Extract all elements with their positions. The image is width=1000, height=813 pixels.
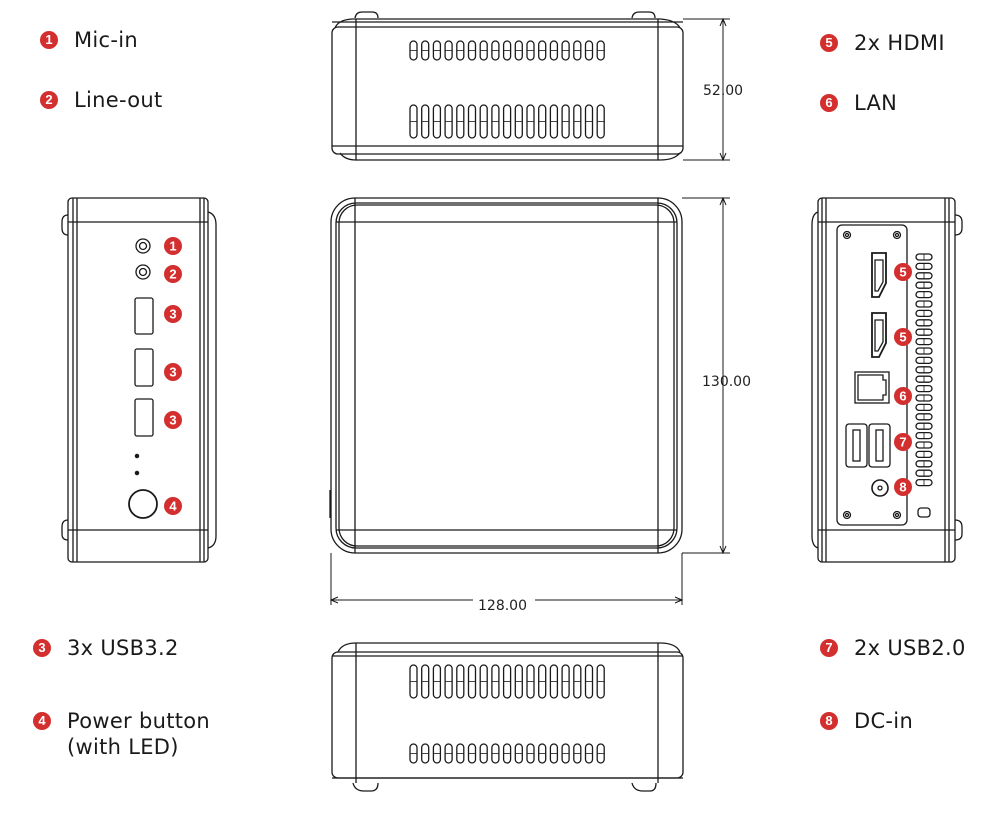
svg-text:2: 2 [169,267,176,282]
callout-badge: 5 [894,263,912,281]
legend-label: Line-out [74,88,163,112]
foot [631,782,657,792]
lock-slot [917,507,931,518]
legend-label: DC-in [854,709,914,733]
vent-column [915,253,933,487]
svg-text:3: 3 [169,365,176,380]
power-button [128,489,158,519]
usb32-port [134,297,154,335]
side-view-bottom [331,642,684,792]
callout-badge: 2 [164,265,182,283]
callout-badge: 5 [820,34,838,52]
callout-badge: 6 [820,94,838,112]
foot [352,782,379,792]
dc-in-port [871,479,889,497]
io-plate [836,224,908,526]
svg-text:4: 4 [169,499,177,514]
legend-power-button: 4 Power button (with LED) [33,708,210,760]
usb32-port [134,398,154,437]
callout-badge: 4 [33,712,51,730]
legend-label: LAN [854,91,898,115]
legend-label: Power button (with LED) [67,709,211,759]
vent-row [409,104,605,139]
foot [354,11,379,19]
legend-usb20: 7 2x USB2.0 [820,635,966,661]
svg-text:6: 6 [899,389,906,404]
callout-badge: 1 [40,31,58,49]
svg-text:1: 1 [169,239,176,254]
svg-text:5: 5 [899,330,906,345]
lan-port [854,371,890,404]
callout-badge: 6 [894,387,912,405]
callout-badge: 3 [164,363,182,381]
svg-text:5: 5 [899,265,906,280]
rear-view [811,197,963,563]
foot [631,11,656,19]
callout-badge: 5 [894,328,912,346]
svg-text:3: 3 [169,413,176,428]
legend-line-out: 2 Line-out [40,87,163,113]
callout-badge: 3 [33,639,51,657]
vent-row [409,664,605,699]
usb32-port [134,348,154,387]
dimension-depth: 130.00 [702,374,751,390]
svg-text:3: 3 [169,307,176,322]
legend-hdmi: 5 2x HDMI [820,30,945,56]
svg-text:8: 8 [899,480,906,495]
callout-badge: 1 [164,237,182,255]
callout-badge: 7 [820,639,838,657]
callout-badge: 3 [164,305,182,323]
usb20-port [868,423,891,468]
dimension-width: 128.00 [478,598,527,614]
rear-callouts: 5 5 6 7 8 [894,263,912,496]
legend-usb32: 3 3x USB3.2 [33,635,179,661]
led-indicator [134,453,140,459]
side-view-top [331,11,730,162]
usb20-port [845,423,868,468]
legend-label: Mic-in [74,28,139,52]
legend-mic-in: 1 Mic-in [40,27,138,53]
mic-in-port [135,238,151,254]
callout-badge: 4 [164,497,182,515]
vent-row [409,40,605,61]
callout-badge: 2 [40,91,58,109]
svg-text:7: 7 [899,435,906,450]
legend-lan: 6 LAN [820,90,897,116]
callout-badge: 7 [894,433,912,451]
legend-label: 3x USB3.2 [67,636,179,660]
legend-dc-in: 8 DC-in [820,708,913,734]
front-callouts: 1 2 3 3 3 4 [164,237,182,515]
hdmi-port [871,312,887,358]
callout-badge: 8 [820,712,838,730]
callout-badge: 8 [894,478,912,496]
vent-row [409,743,605,764]
callout-badge: 3 [164,411,182,429]
legend-label: 2x USB2.0 [854,636,966,660]
dimension-height: 52.00 [703,83,743,99]
hdmi-port [871,252,887,298]
top-view [329,196,730,605]
led-indicator [134,470,140,476]
front-view [61,197,217,563]
legend-label: 2x HDMI [854,31,945,55]
line-out-port [135,264,151,280]
